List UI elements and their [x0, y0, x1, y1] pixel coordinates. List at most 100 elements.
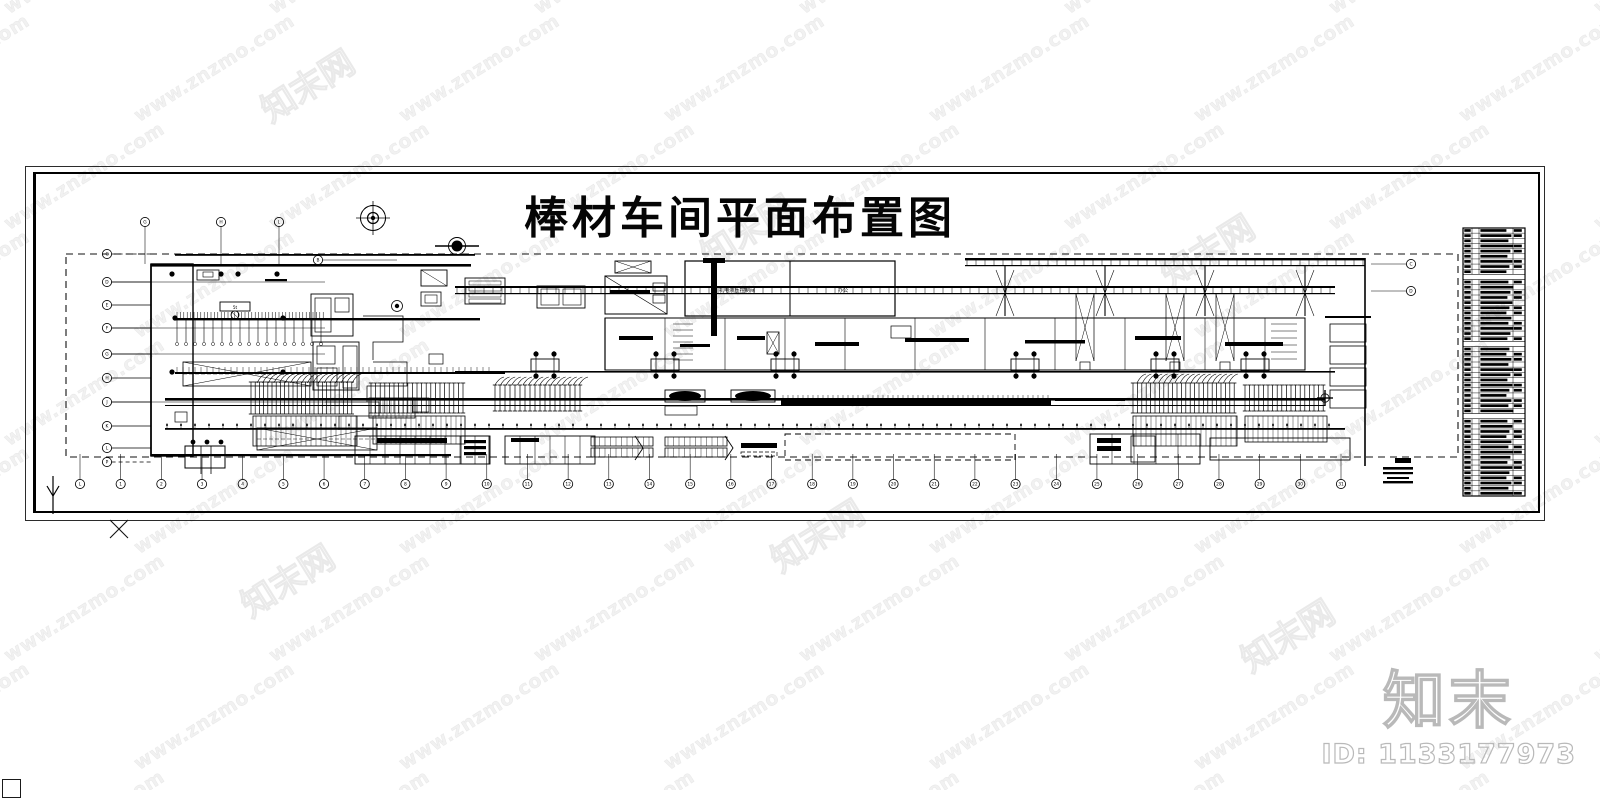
watermark-text: www.znzmo.com: [395, 9, 564, 127]
watermark-text: www.znzmo.com: [0, 657, 34, 775]
page-title: 棒材车间平面布置图: [524, 193, 956, 244]
svg-text:5: 5: [282, 482, 285, 488]
watermark-text: www.znzmo.com: [0, 0, 169, 19]
watermark-text: www.znzmo.com: [0, 9, 34, 127]
svg-text:26: 26: [1135, 482, 1141, 488]
watermark-text: www.znzmo.com: [0, 766, 169, 790]
svg-text:19: 19: [850, 482, 856, 488]
svg-text:L: L: [106, 446, 109, 452]
watermark-text: www.znzmo.com: [265, 766, 434, 790]
svg-text:D: D: [1409, 289, 1413, 295]
watermark-text: www.znzmo.com: [130, 9, 299, 127]
svg-text:25: 25: [1094, 482, 1100, 488]
watermark-text: www.znzmo.com: [1590, 0, 1600, 19]
watermark-text: www.znzmo.com: [530, 766, 699, 790]
watermark-logo-text: 知末网: [1234, 592, 1343, 681]
svg-text:18: 18: [809, 482, 815, 488]
svg-text:G: G: [105, 352, 109, 358]
watermark-text: www.znzmo.com: [1590, 117, 1600, 235]
watermark-text: www.znzmo.com: [395, 657, 564, 775]
svg-text:17: 17: [769, 482, 775, 488]
svg-text:11: 11: [525, 482, 531, 488]
watermark-text: www.znzmo.com: [0, 549, 169, 667]
svg-text:6: 6: [323, 482, 326, 488]
svg-text:9: 9: [445, 482, 448, 488]
watermark-text: www.znzmo.com: [660, 9, 829, 127]
watermark-text: www.znzmo.com: [795, 549, 964, 667]
watermark-text: www.znzmo.com: [1190, 657, 1359, 775]
watermark-logo-text: 知末网: [254, 42, 363, 131]
svg-text:4: 4: [241, 482, 244, 488]
svg-text:H: H: [105, 376, 108, 382]
svg-text:P: P: [106, 460, 109, 466]
svg-text:16: 16: [728, 482, 734, 488]
brand-id-label: ID: 1133177973: [1321, 739, 1576, 771]
watermark-logo-text: 知末网: [234, 537, 343, 626]
watermark-text: www.znzmo.com: [1325, 766, 1494, 790]
svg-text:办公: 办公: [838, 286, 848, 294]
watermark-text: www.znzmo.com: [1325, 549, 1494, 667]
svg-text:20: 20: [891, 482, 897, 488]
sheet-border-inner: [33, 172, 1540, 513]
watermark-text: www.znzmo.com: [1325, 0, 1494, 19]
watermark-text: www.znzmo.com: [1455, 657, 1600, 775]
sheet-corner-marker: [2, 779, 21, 798]
watermark-text: www.znzmo.com: [265, 549, 434, 667]
svg-text:C: C: [1409, 262, 1412, 268]
svg-text:B: B: [316, 258, 319, 264]
watermark-text: www.znzmo.com: [265, 0, 434, 19]
svg-text:3: 3: [201, 482, 204, 488]
watermark-text: www.znzmo.com: [1590, 333, 1600, 451]
svg-text:15: 15: [687, 482, 693, 488]
north-arrow-icon: [46, 476, 60, 514]
svg-text:8: 8: [404, 482, 407, 488]
sheet-registration-mark: [109, 519, 129, 539]
svg-text:12: 12: [565, 482, 571, 488]
svg-text:L: L: [79, 482, 82, 488]
svg-text:22: 22: [972, 482, 978, 488]
watermark-text: www.znzmo.com: [1590, 549, 1600, 667]
svg-text:10: 10: [484, 482, 490, 488]
svg-text:28: 28: [1216, 482, 1222, 488]
svg-text:29: 29: [1257, 482, 1263, 488]
watermark-text: www.znzmo.com: [1060, 549, 1229, 667]
svg-text:机电液压控制间: 机电液压控制间: [719, 286, 755, 294]
svg-text:27: 27: [1175, 482, 1181, 488]
svg-text:14: 14: [647, 482, 653, 488]
svg-text:21: 21: [931, 482, 937, 488]
svg-text:H: H: [219, 220, 222, 226]
brand-logo: 知末: [1382, 664, 1515, 738]
svg-text:E: E: [106, 303, 109, 309]
svg-text:L: L: [278, 220, 281, 226]
watermark-text: www.znzmo.com: [530, 0, 699, 19]
svg-text:G: G: [143, 220, 147, 226]
watermark-text: www.znzmo.com: [1455, 9, 1600, 127]
svg-text:13: 13: [606, 482, 612, 488]
svg-text:7: 7: [363, 482, 366, 488]
watermark-text: www.znzmo.com: [1060, 0, 1229, 19]
svg-text:J: J: [105, 400, 107, 406]
watermark-text: www.znzmo.com: [660, 657, 829, 775]
watermark-text: www.znzmo.com: [925, 657, 1094, 775]
svg-text:1: 1: [119, 482, 122, 488]
watermark-text: www.znzmo.com: [130, 657, 299, 775]
svg-text:30: 30: [1298, 482, 1304, 488]
svg-text:F: F: [106, 326, 109, 332]
watermark-text: www.znzmo.com: [795, 766, 964, 790]
svg-text:24: 24: [1053, 482, 1059, 488]
watermark-text: www.znzmo.com: [530, 549, 699, 667]
svg-text:5t: 5t: [233, 305, 238, 310]
watermark-text: www.znzmo.com: [1190, 9, 1359, 127]
svg-text:31: 31: [1338, 482, 1344, 488]
watermark-text: www.znzmo.com: [1060, 766, 1229, 790]
brand-watermark: 知末 ID: 1133177973: [1321, 664, 1576, 772]
svg-text:23: 23: [1013, 482, 1019, 488]
svg-text:K: K: [106, 424, 109, 430]
svg-text:2: 2: [160, 482, 163, 488]
watermark-text: www.znzmo.com: [1590, 766, 1600, 790]
svg-text:D: D: [105, 280, 109, 286]
watermark-text: www.znzmo.com: [795, 0, 964, 19]
